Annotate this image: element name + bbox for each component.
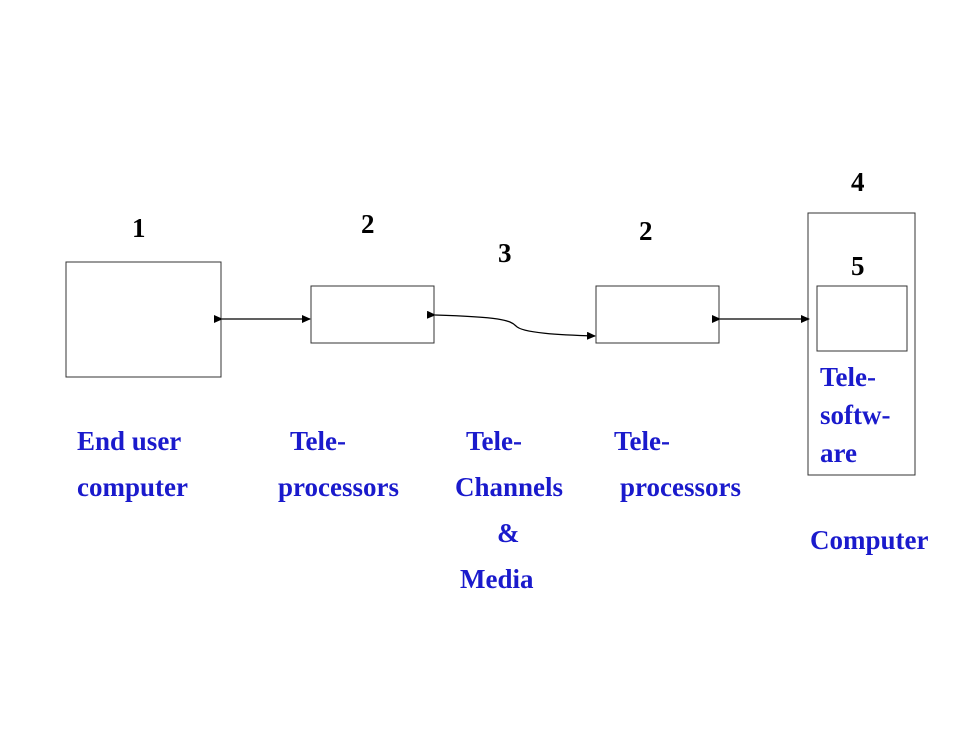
number-channels: 3	[498, 238, 512, 268]
label-tp-right-line-2: processors	[620, 471, 741, 502]
teleprocessor-right-box	[595, 285, 720, 344]
label-telechannels-media: Tele- Channels & Media	[450, 419, 590, 603]
label-channels-line-1: Tele-	[466, 426, 522, 456]
label-end-user-line-1: End user	[77, 426, 182, 456]
end-user-computer-box	[65, 261, 222, 378]
number-software: 5	[851, 251, 865, 281]
number-teleprocessor-left: 2	[361, 209, 375, 239]
label-channels-line-2: Channels	[455, 471, 564, 502]
label-telesoftware: Tele- softw- are	[820, 359, 890, 472]
label-end-user-computer: End user computer	[77, 419, 188, 511]
label-channels-line-3: &	[497, 517, 520, 548]
label-software-line-2: softw-	[820, 399, 891, 430]
label-software-line-3: are	[820, 437, 857, 468]
label-software-line-1: Tele-	[820, 362, 876, 392]
label-tp-left-line-2: processors	[278, 471, 399, 502]
label-end-user-line-2: computer	[77, 471, 188, 502]
number-end-user: 1	[132, 213, 146, 243]
number-teleprocessor-right: 2	[639, 216, 653, 246]
label-teleprocessors-right: Tele- processors	[614, 419, 764, 511]
label-channels-line-4: Media	[460, 563, 534, 594]
telesoftware-box	[816, 285, 908, 352]
label-teleprocessors-left: Tele- processors	[278, 419, 418, 511]
number-computer: 4	[851, 167, 865, 197]
label-tp-left-line-1: Tele-	[290, 426, 346, 456]
label-computer: Computer	[810, 525, 929, 555]
link-telecommunication-channel	[426, 310, 596, 340]
label-tp-right-line-1: Tele-	[614, 426, 670, 456]
teleprocessor-left-box	[310, 285, 435, 344]
